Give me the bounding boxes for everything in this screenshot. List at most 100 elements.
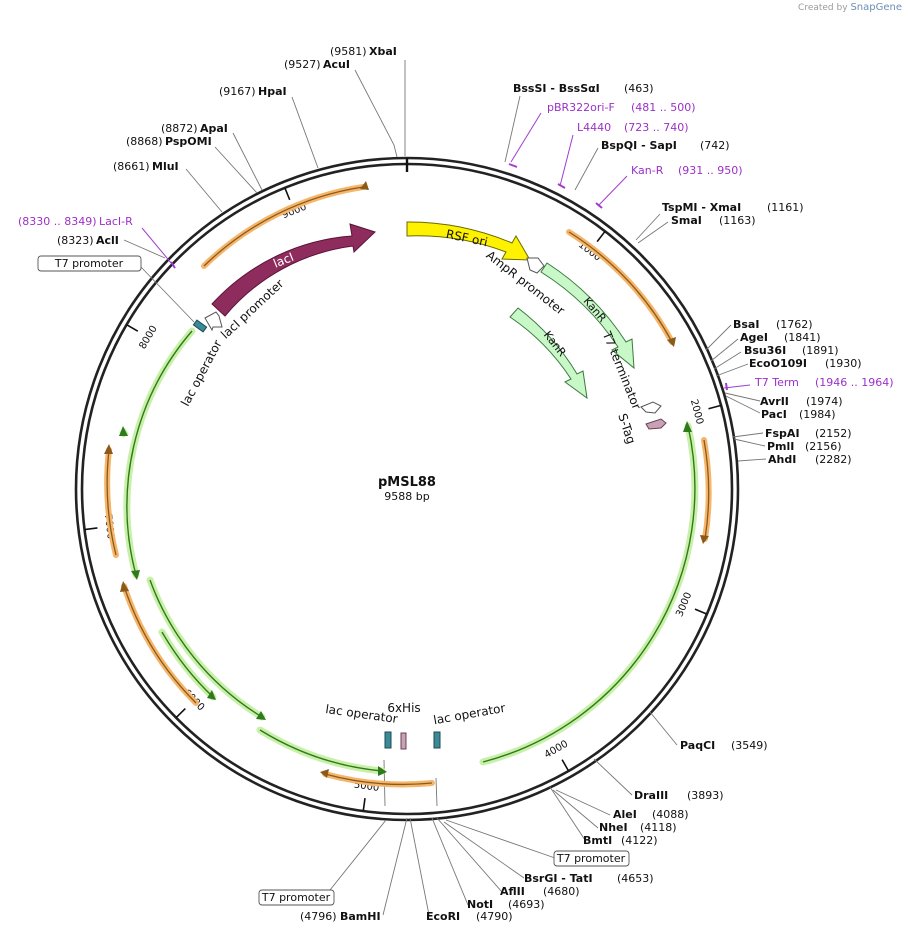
orf-bottom-green-head <box>378 766 387 776</box>
site-apai-name: ApaI <box>200 122 228 135</box>
t7-promoter-bottom-left-box[interactable] <box>258 889 335 906</box>
tick-7000 <box>84 527 98 531</box>
site-aflii[interactable]: AflII(4680) <box>500 885 580 898</box>
leader-paci <box>725 395 761 414</box>
site-apai-pos: (8872) <box>161 122 198 135</box>
site-pmli[interactable]: PmlI (2156) <box>767 440 842 453</box>
site-agei[interactable]: AgeI(1841) <box>740 331 821 344</box>
site-bmti-pos: (4122) <box>621 834 658 847</box>
leader-agei <box>710 338 739 362</box>
watermark-brand: SnapGene <box>850 2 902 13</box>
t7-promoter-bottom-right-box[interactable] <box>553 850 630 867</box>
feature-lac-operator-bottom-left-mark <box>384 731 392 749</box>
site-hpai-name: HpaI <box>258 85 287 98</box>
tick-8000 <box>126 323 139 332</box>
leader-lacop-br <box>435 777 438 807</box>
leader-t7-term <box>723 384 751 389</box>
primer-kan-r[interactable]: Kan-R(931 .. 950) <box>631 164 743 177</box>
orf-bottom-head <box>320 769 329 778</box>
site-mlui-pos: (8661) <box>113 160 150 173</box>
site-paqci[interactable]: PaqCI(3549) <box>680 739 768 752</box>
primer-laci-r-pos: (8330 .. 8349) <box>18 215 97 228</box>
site-bsu36i[interactable]: Bsu36I(1891) <box>744 344 839 357</box>
leader-nhei <box>552 789 599 829</box>
tick-4000 <box>561 759 570 772</box>
site-bsssi-name: BssSI - BssSαI <box>513 82 600 95</box>
leader-pmli <box>733 438 766 447</box>
tick-label-8000: 8000 <box>137 324 159 352</box>
site-noti[interactable]: NotI(4693) <box>467 898 545 911</box>
plasmid-size: 9588 bp <box>384 490 429 503</box>
leader-t7-bottom-right <box>445 819 556 859</box>
site-ecoo109i[interactable]: EcoO109I(1930) <box>749 357 862 370</box>
site-avrii[interactable]: AvrII(1974) <box>760 395 843 408</box>
site-acui[interactable]: (9527)AcuI <box>284 58 350 71</box>
site-alei-pos: (4088) <box>652 808 689 821</box>
t7-promoter-left-box[interactable] <box>37 255 142 272</box>
primer-l4440-name: L4440 <box>577 121 611 134</box>
site-nhei[interactable]: NheI(4118) <box>599 821 677 834</box>
site-bspqi[interactable]: BspQI - SapI(742) <box>601 139 730 152</box>
primer-mark-t7-term <box>725 382 728 391</box>
site-aflii-name: AflII <box>500 885 525 898</box>
primer-t7-term[interactable]: T7 Term(1946 .. 1964) <box>754 376 894 389</box>
primer-t7-term-pos: (1946 .. 1964) <box>815 376 894 389</box>
orf-right-green-head <box>683 421 692 432</box>
plasmid-name: pMSL88 <box>378 475 436 490</box>
site-nhei-name: NheI <box>599 821 628 834</box>
site-paci-name: PacI <box>761 408 787 421</box>
orf-left-green-upper-head <box>119 426 128 436</box>
site-acli[interactable]: (8323)AclI <box>57 234 119 247</box>
site-fspai[interactable]: FspAI(2152) <box>765 427 852 440</box>
site-ecori[interactable]: EcoRI(4790) <box>426 910 513 923</box>
site-bsai[interactable]: BsaI(1762) <box>733 318 813 331</box>
leader-draiii <box>593 758 633 796</box>
feature-lac-operator-left-label: lac operator <box>178 338 225 409</box>
feature-s-tag-arrow <box>645 418 667 430</box>
primer-pbr322ori-f[interactable]: pBR322ori-F(481 .. 500) <box>547 101 696 114</box>
leader-tspmi <box>635 213 661 241</box>
feature-ampr-promoter-arrow <box>526 257 545 274</box>
site-pmli-pos: (2156) <box>805 440 842 453</box>
orf-bottom-green <box>256 726 386 775</box>
site-ecoo109i-pos: (1930) <box>825 357 862 370</box>
site-alei[interactable]: AleI(4088) <box>613 808 689 821</box>
tick-label-2000: 2000 <box>688 398 705 425</box>
site-xbai-name: XbaI <box>369 45 397 58</box>
site-paqci-pos: (3549) <box>731 739 768 752</box>
site-pspomi[interactable]: (8868)PspOMI <box>126 135 212 148</box>
site-tspmi[interactable]: TspMI - XmaI(1161) <box>662 201 804 214</box>
site-bamhi[interactable]: (4796)BamHI <box>300 910 381 923</box>
site-bsai-pos: (1762) <box>776 318 813 331</box>
primer-pbr322ori-f-name: pBR322ori-F <box>547 101 615 114</box>
site-smai[interactable]: SmaI(1163) <box>671 214 756 227</box>
primer-laci-r[interactable]: (8330 .. 8349)LacI-R <box>18 215 133 228</box>
site-apai[interactable]: (8872)ApaI <box>161 122 228 135</box>
site-xbai[interactable]: (9581)XbaI <box>330 45 397 58</box>
site-bsrgi[interactable]: BsrGI - TatI(4653) <box>524 872 654 885</box>
leader-kan-r <box>597 175 628 207</box>
leader-alei <box>555 789 611 816</box>
site-ahdi[interactable]: AhdI(2282) <box>768 453 852 466</box>
site-pspomi-pos: (8868) <box>126 135 163 148</box>
feature-kanr-inner-arrow <box>509 307 588 400</box>
leader-apai <box>232 132 263 191</box>
leader-bamhi <box>382 817 408 916</box>
feature-laci-arrow <box>211 223 376 317</box>
leader-laci-r <box>141 227 173 265</box>
site-draiii-name: DraIII <box>634 789 668 802</box>
primer-l4440[interactable]: L4440 (723 .. 740) <box>577 121 689 134</box>
site-bsssi[interactable]: BssSI - BssSαI(463) <box>513 82 654 95</box>
site-pmli-name: PmlI <box>767 440 794 453</box>
site-paci[interactable]: PacI(1984) <box>761 408 836 421</box>
leader-noti <box>431 817 469 906</box>
site-hpai[interactable]: (9167)HpaI <box>219 85 287 98</box>
orf-layer <box>104 181 712 788</box>
site-bmti[interactable]: BmtI(4122) <box>583 834 658 847</box>
site-ahdi-pos: (2282) <box>815 453 852 466</box>
primer-l4440-pos: (723 .. 740) <box>624 121 689 134</box>
site-smai-name: SmaI <box>671 214 702 227</box>
site-mlui[interactable]: (8661)MluI <box>113 160 179 173</box>
site-draiii[interactable]: DraIII(3893) <box>634 789 724 802</box>
tick-2000 <box>708 404 722 410</box>
